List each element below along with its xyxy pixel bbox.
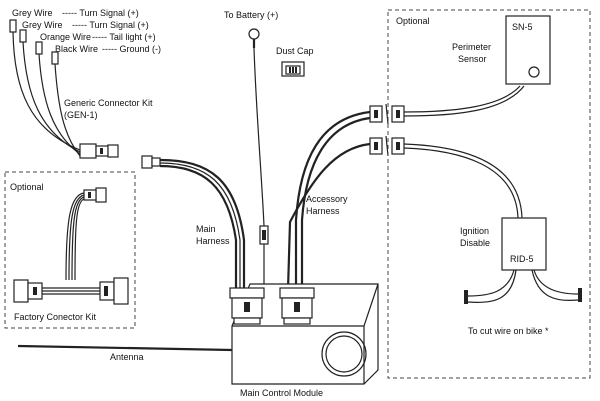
accessory-harness-socket [279, 287, 315, 325]
rid5-input-wire [403, 143, 523, 219]
grey-wire-2-label: Grey Wire [22, 20, 63, 30]
generic-kit-wires [12, 31, 81, 157]
wire-terminals [9, 19, 59, 65]
cut-wire-label: To cut wire on bike * [468, 326, 549, 336]
perimeter-sensor-label-2: Sensor [458, 54, 487, 64]
rid5-cut-wire-right-lower [531, 269, 579, 302]
generic-kit-label: Generic Connector Kit [64, 98, 153, 108]
battery-ring-terminal [248, 28, 260, 48]
accessory-harness-label-2: Harness [306, 206, 340, 216]
cut-wire-terminal-right [578, 288, 582, 302]
sn5-sensor [505, 15, 551, 85]
main-harness-label-2: Harness [196, 236, 230, 246]
optional-factory-box [4, 171, 136, 329]
perimeter-sensor-label: Perimeter [452, 42, 491, 52]
accessory-connector-top [369, 103, 405, 125]
factory-connector-top [83, 187, 107, 203]
dust-cap-icon [281, 61, 305, 77]
generic-connector [79, 143, 119, 159]
rid5-cut-wire-left-lower [467, 269, 517, 304]
main-control-module [231, 283, 379, 385]
ignition-disable-label-2: Disable [460, 238, 490, 248]
factory-kit-wires [65, 192, 85, 281]
black-wire-label: Black Wire [55, 44, 98, 54]
grey-wire-1-label: Grey Wire [12, 8, 53, 18]
cut-wire-terminal-left [464, 290, 468, 304]
rid5-input-wire-2 [403, 147, 519, 219]
orange-wire-label: Orange Wire [40, 32, 91, 42]
turn-signal-2-label: ----- Turn Signal (+) [72, 20, 149, 30]
antenna-wire [17, 344, 233, 352]
dust-cap-label: Dust Cap [276, 46, 314, 56]
main-harness-plug [141, 155, 161, 169]
generic-kit-model-label: (GEN-1) [64, 110, 98, 120]
turn-signal-1-label: ----- Turn Signal (+) [62, 8, 139, 18]
main-harness-label: Main [196, 224, 216, 234]
factory-connector-bottom [13, 277, 129, 305]
sn5-label: SN-5 [512, 22, 533, 32]
ignition-disable-label: Ignition [460, 226, 489, 236]
antenna-label: Antenna [110, 352, 144, 362]
rid5-cut-wire-left [467, 269, 515, 297]
ground-label: ----- Ground (-) [102, 44, 161, 54]
tail-light-label: ----- Tail light (+) [92, 32, 156, 42]
main-harness-socket [229, 287, 265, 325]
accessory-harness-cable [286, 110, 371, 291]
optional-left-label: Optional [10, 182, 44, 192]
sn5-wire-2 [403, 85, 525, 117]
accessory-connector-bottom [369, 135, 405, 157]
main-harness-cable [159, 158, 246, 290]
optional-right-box [387, 9, 591, 379]
accessory-harness-label: Accessory [306, 194, 348, 204]
sn5-wire [403, 85, 521, 113]
optional-right-label: Optional [396, 16, 430, 26]
inline-fuse [259, 225, 269, 245]
main-control-module-label: Main Control Module [240, 388, 323, 398]
rid5-module [501, 217, 547, 271]
rid5-label: RID-5 [510, 254, 534, 264]
rid5-cut-wire-right [533, 269, 579, 295]
battery-wire [253, 47, 265, 227]
factory-kit-label: Factory Conector Kit [14, 312, 97, 322]
to-battery-label: To Battery (+) [224, 10, 278, 20]
